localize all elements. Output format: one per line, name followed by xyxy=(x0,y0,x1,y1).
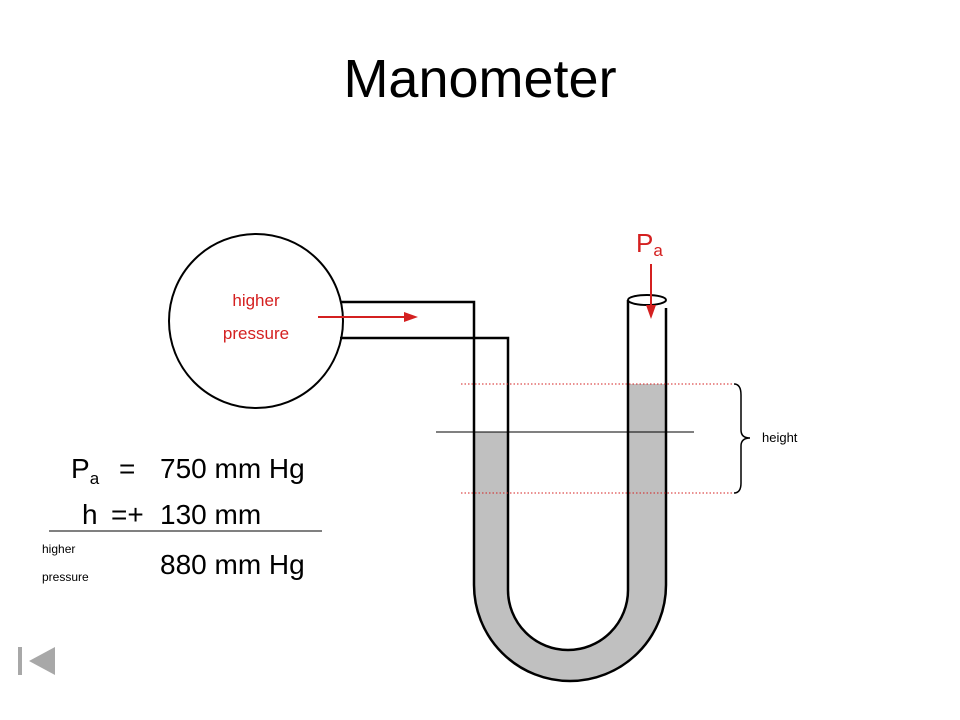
note-line1: higher xyxy=(42,542,76,556)
tube-outer-wall xyxy=(340,300,668,683)
pa-sub: a xyxy=(653,241,663,260)
tube-open-end xyxy=(627,294,667,306)
result-value: 880 mm Hg xyxy=(160,549,305,580)
pa-symbol: Pa xyxy=(71,453,100,488)
equals-sign: = xyxy=(119,453,136,484)
mercury-column xyxy=(474,384,666,681)
bulb-label-line2: pressure xyxy=(223,324,289,343)
note-line2: pressure xyxy=(42,570,89,584)
gas-bulb xyxy=(168,233,344,409)
plus-equals-sign: =+ xyxy=(111,499,144,530)
skip-back-icon xyxy=(18,647,55,675)
height-label: height xyxy=(762,430,798,445)
pa-value: 750 mm Hg xyxy=(160,453,305,484)
skip-back-button[interactable] xyxy=(17,647,57,675)
pa-var: P xyxy=(71,453,90,484)
tube-inner-wall xyxy=(340,300,630,652)
h-value: 130 mm xyxy=(160,499,262,530)
atmospheric-arrow-head xyxy=(646,305,656,319)
atmospheric-pressure-label: Pa xyxy=(636,228,663,260)
pa-var-sub: a xyxy=(89,469,100,488)
pa-main: P xyxy=(636,228,653,258)
bulb-label-line1: higher xyxy=(232,291,280,310)
page-title: Manometer xyxy=(343,49,617,109)
h-symbol: h xyxy=(82,499,98,530)
pressure-arrow-head xyxy=(404,312,418,322)
height-brace xyxy=(733,383,751,494)
